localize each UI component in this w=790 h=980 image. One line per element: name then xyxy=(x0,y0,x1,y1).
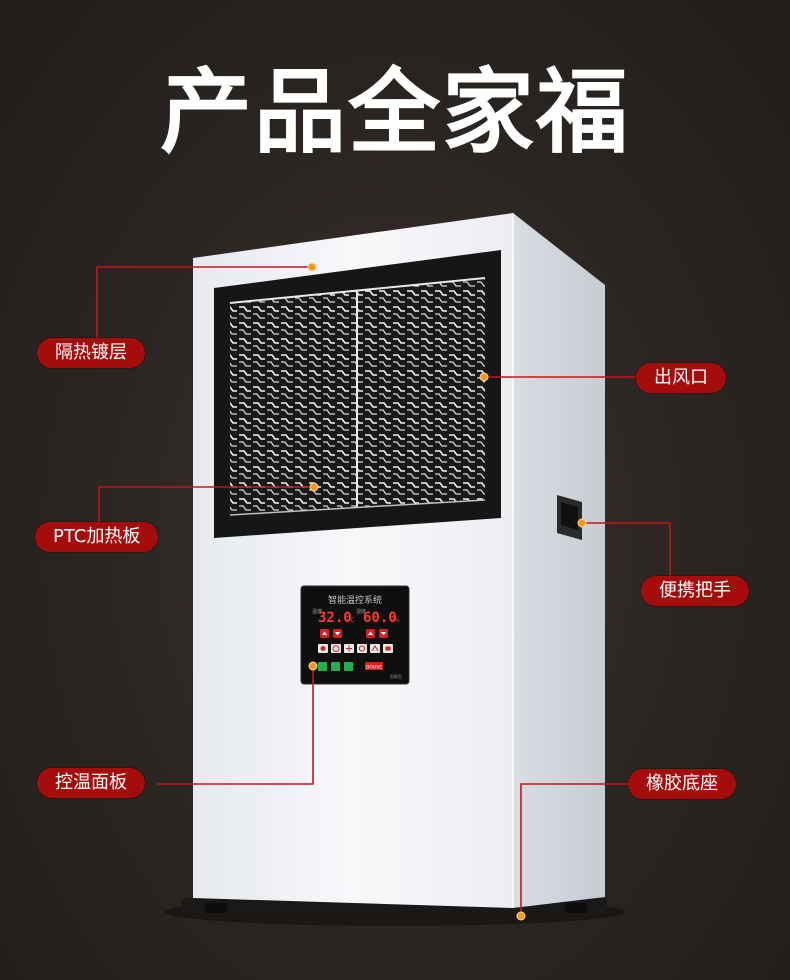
callout-insulation: 隔热镀层 xyxy=(37,338,145,368)
up-arrow-icon[interactable] xyxy=(320,629,329,638)
leader-control xyxy=(157,666,314,785)
mode-icon[interactable] xyxy=(318,644,328,653)
callout-outlet: 出风口 xyxy=(636,363,726,393)
callout-heater: PTC加热板 xyxy=(35,522,159,552)
temp-left-value: 32.0 xyxy=(318,610,352,626)
fan-icon[interactable] xyxy=(331,662,340,671)
down-arrow-icon[interactable] xyxy=(379,629,388,638)
leader-lines xyxy=(96,266,671,916)
temp-left-unit: ℃ xyxy=(348,617,355,624)
callout-control: 控温面板 xyxy=(37,768,145,798)
rubber-foot-right xyxy=(565,903,587,913)
control-panel-body xyxy=(300,585,410,685)
cabinet-side xyxy=(513,213,605,908)
brand-badge-bg xyxy=(365,662,383,670)
panel-header: 智能温控系统 xyxy=(328,594,382,606)
timer-icon[interactable] xyxy=(383,644,393,653)
hotspot-dots xyxy=(307,262,587,921)
down-arrow-icon[interactable] xyxy=(333,629,342,638)
brand-badge: DOUVE xyxy=(366,665,382,671)
leader-feet xyxy=(520,783,628,916)
temp-right-unit: % xyxy=(394,617,400,624)
temp-right-value: 60.0 xyxy=(363,610,397,626)
model-label: 智能型 xyxy=(390,673,402,679)
power-icon[interactable] xyxy=(357,644,367,653)
mode-icon[interactable] xyxy=(344,662,353,671)
page-title: 产品全家福 xyxy=(159,59,630,166)
up-arrow-icon[interactable] xyxy=(366,629,375,638)
leader-insulation xyxy=(96,266,312,338)
leader-handle xyxy=(582,522,671,576)
power-icon[interactable] xyxy=(318,662,327,671)
callout-feet: 橡胶底座 xyxy=(628,769,736,799)
timer-icon[interactable] xyxy=(331,644,341,653)
temp-right-label: 湿度 xyxy=(356,608,366,615)
temp-left-label: 温度 xyxy=(312,608,322,615)
fan-icon[interactable] xyxy=(344,644,354,653)
callout-handle: 便携把手 xyxy=(641,576,749,606)
leader-heater xyxy=(98,486,314,522)
rubber-foot-left xyxy=(205,903,227,913)
mode-icon[interactable] xyxy=(370,644,380,653)
